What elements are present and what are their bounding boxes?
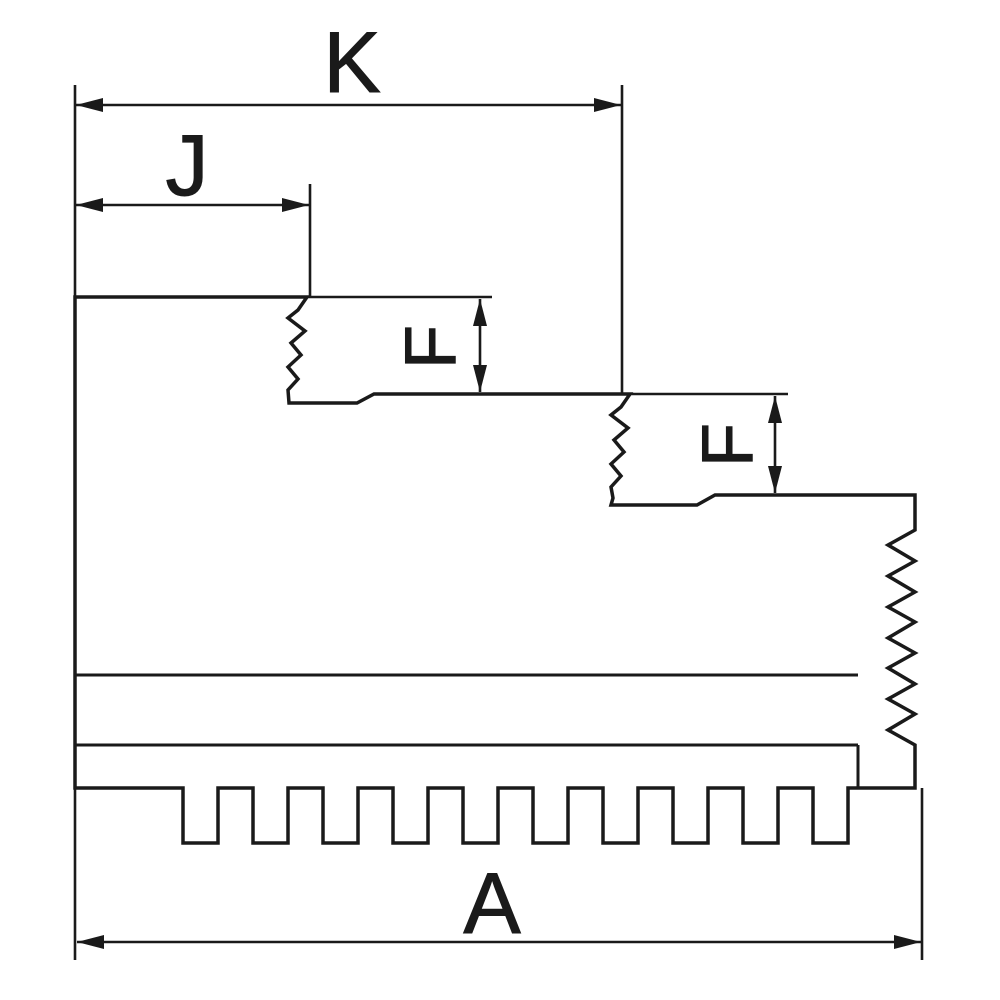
dimension-label-K: K [323,15,380,111]
dimension-label-J: J [166,118,209,214]
arrowhead-right-icon [594,98,621,112]
dimension-label-F-upper: F [391,325,471,369]
dimension-A: A [73,788,924,960]
drawing-root: K J F [73,15,924,960]
arrowhead-up-icon [768,396,782,423]
dimension-F-upper: F [307,295,492,392]
dimension-J: J [76,118,312,297]
dimension-K: K [73,15,624,394]
arrowhead-up-icon [473,299,487,326]
arrowhead-left-icon [76,98,103,112]
arrowhead-right-icon [282,198,309,212]
arrowhead-down-icon [768,466,782,493]
dimension-label-A: A [463,856,521,952]
arrowhead-down-icon [473,365,487,392]
jaw-outline [73,295,919,845]
jaw-profile [73,295,919,845]
arrowhead-left-icon [77,935,104,949]
dimension-label-F-lower: F [688,423,768,467]
arrowhead-right-icon [894,935,921,949]
arrowhead-left-icon [76,198,103,212]
dimension-F-lower: F [630,392,788,493]
